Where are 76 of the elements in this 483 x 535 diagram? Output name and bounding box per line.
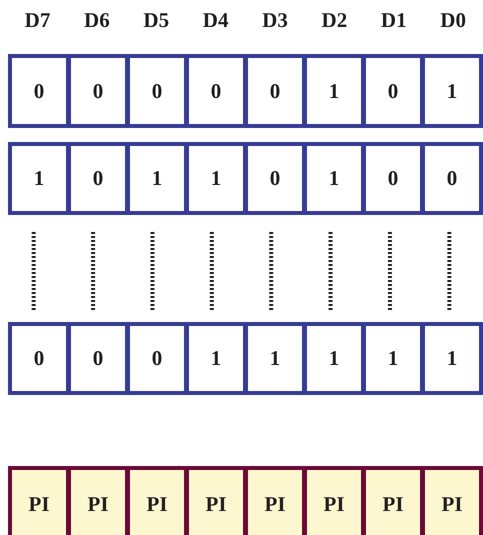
cell-value: 0 [34,78,44,104]
bit-cell [248,470,302,535]
cell-value: 1 [446,346,458,371]
cell-value: PI [382,492,404,516]
cell-value: 1 [328,166,340,191]
register-row [8,142,483,215]
bit-cell [71,470,125,535]
bit-cell [307,146,361,211]
bit-cell [71,146,125,211]
register-row [8,54,483,128]
bit-cell [130,146,184,211]
bit-label: D4 [202,8,230,33]
cell-value: 1 [328,78,340,104]
cell-value: 0 [92,346,104,371]
bit-label: D2 [320,8,348,33]
bit-cell [425,146,479,211]
bit-cell [307,326,361,391]
cell-value: 0 [92,166,104,191]
register-row [8,466,483,535]
cell-value: 0 [210,78,222,104]
cell-value: 1 [34,166,44,191]
cell-value: PI [324,492,344,516]
bit-label: D6 [83,8,111,33]
bit-cell [366,58,420,124]
bit-cell [12,470,66,535]
cell-value: 0 [92,78,104,104]
bit-cell [71,58,125,124]
bit-cell [189,146,243,211]
bit-cell [12,326,66,391]
cell-value: 1 [152,166,162,191]
bit-label: D7 [24,8,52,33]
bit-cell [366,146,420,211]
bit-cell [425,470,479,535]
cell-value: 0 [388,166,398,191]
cell-value: PI [206,492,226,516]
cell-value: 0 [152,346,162,371]
cell-value: PI [264,492,286,516]
cell-value: 0 [152,78,162,104]
bit-cell [130,326,184,391]
cell-value: 0 [270,166,280,191]
bit-cell [189,58,243,124]
cell-value: 1 [270,346,280,371]
bit-cell [307,470,361,535]
cell-value: PI [146,492,168,516]
bit-cell [130,470,184,535]
bit-label: D1 [380,8,408,33]
cell-value: 0 [388,78,398,104]
bit-cell [12,58,66,124]
bit-cell [71,326,125,391]
bit-cell [366,470,420,535]
cell-value: PI [442,492,462,516]
bit-cell [189,470,243,535]
bit-cell [248,58,302,124]
bit-label: D0 [439,8,467,33]
cell-value: PI [88,492,108,516]
bit-cell [366,326,420,391]
bit-label: D3 [261,8,289,33]
bit-cell [189,326,243,391]
bit-cell [425,326,479,391]
bit-cell [12,146,66,211]
cell-value: PI [28,492,50,516]
cell-value: 0 [34,346,44,371]
cell-value: 1 [210,346,222,371]
bit-cell [307,58,361,124]
cell-value: 1 [328,346,340,371]
cell-value: 1 [446,78,458,104]
bit-label: D5 [142,8,170,33]
cell-value: 1 [210,166,222,191]
register-row [8,322,483,395]
cell-value: 0 [446,166,458,191]
cell-value: 1 [388,346,398,371]
bit-cell [130,58,184,124]
cell-value: 0 [270,78,280,104]
bit-cell [248,326,302,391]
bit-cell [425,58,479,124]
bit-cell [248,146,302,211]
